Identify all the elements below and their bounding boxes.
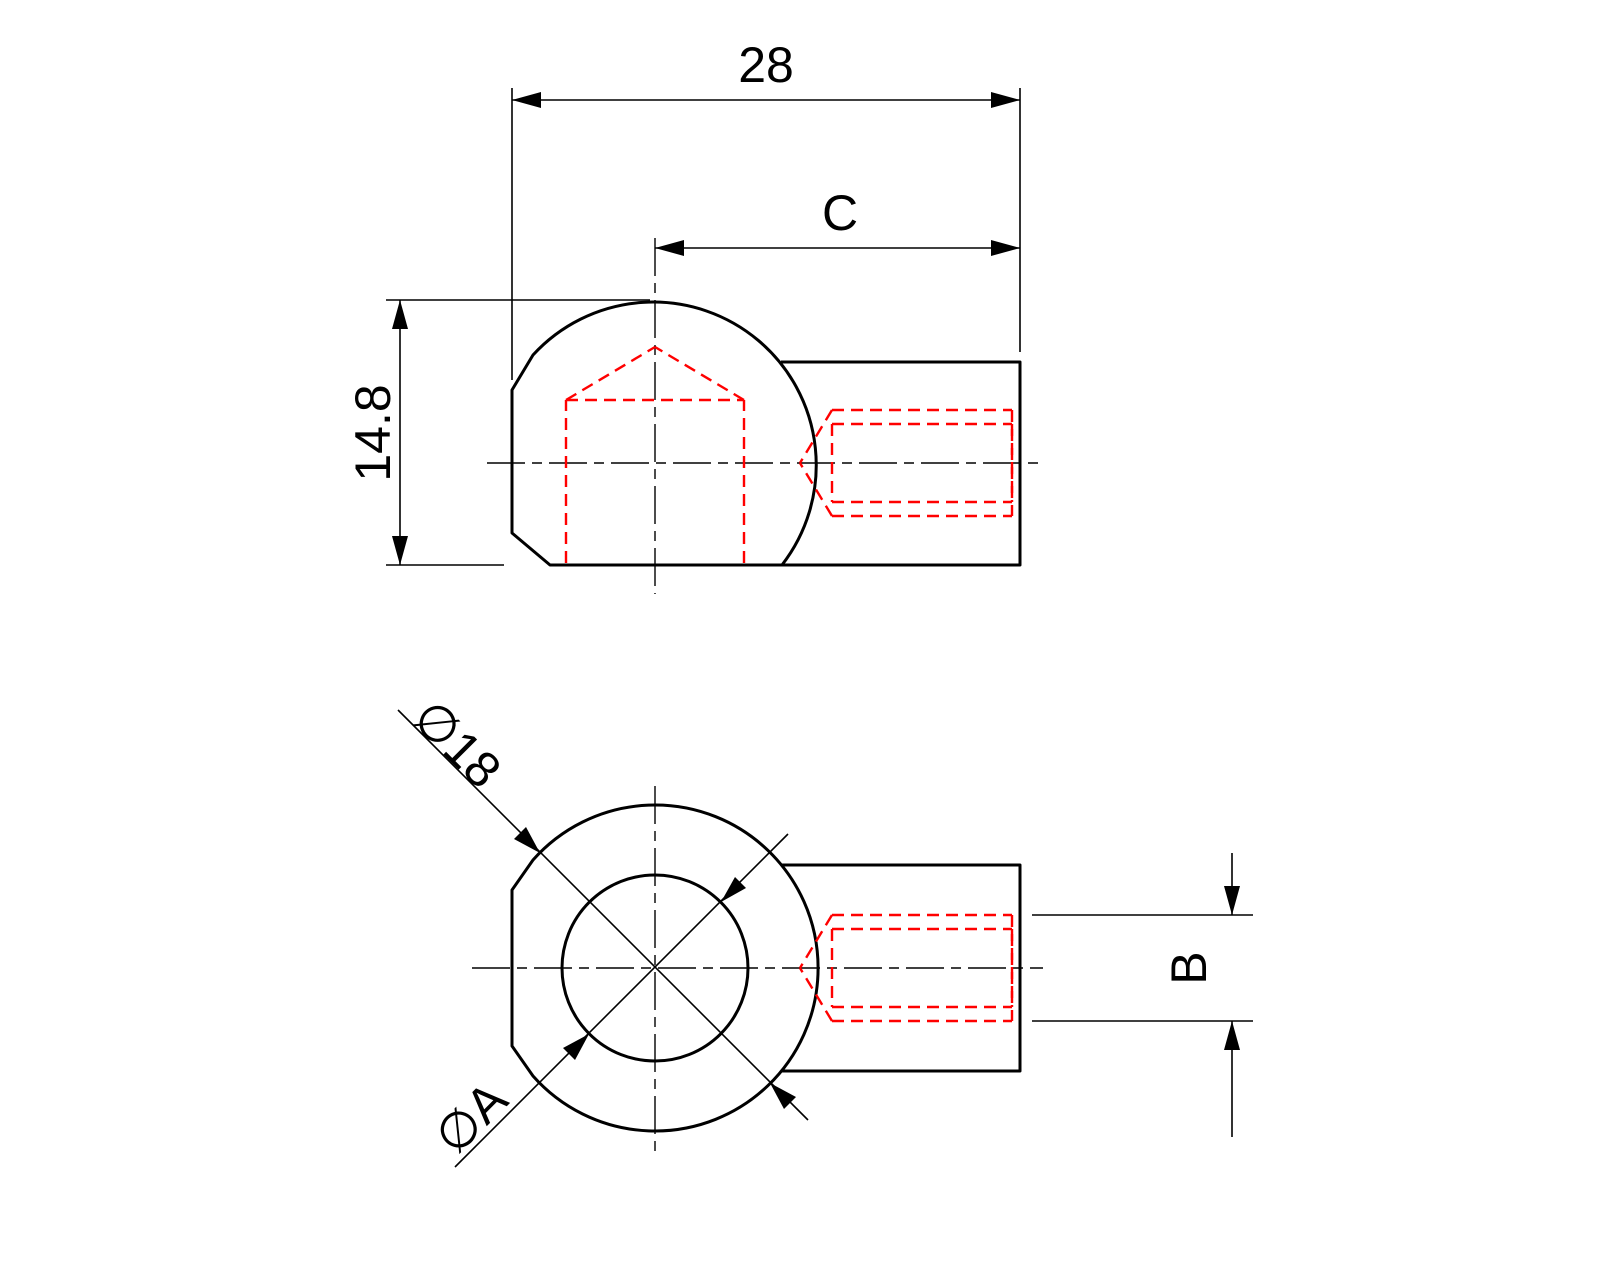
- arrowhead: [721, 877, 746, 902]
- arrowhead: [514, 827, 540, 853]
- ball-face-outline: [510, 803, 820, 1133]
- dim-label-overall-width: 28: [738, 37, 794, 93]
- boss-outline: [781, 863, 1022, 1073]
- thread-line: [798, 462, 834, 517]
- dimension-bore-diameter: ∅A: [424, 833, 789, 1168]
- thread-line: [798, 967, 834, 1022]
- front-view-outline: [510, 803, 1022, 1133]
- dim-label-bore-diameter: ∅A: [424, 1071, 518, 1165]
- dimension-overall-width: 28: [511, 37, 1021, 380]
- dimension-center-to-end: C: [655, 185, 1020, 256]
- side-view-centerlines: [487, 238, 1043, 594]
- side-view: 28 C 14.8: [345, 37, 1043, 594]
- arrowhead: [392, 536, 408, 565]
- ball-body-outline: [510, 300, 818, 567]
- hidden-socket-hole: [564, 345, 746, 563]
- dim-label-center-to-end: C: [822, 185, 858, 241]
- dim-label-outer-diameter: ∅18: [402, 689, 512, 799]
- dim-label-body-height: 14.8: [345, 384, 401, 481]
- thread-line: [565, 345, 656, 402]
- arrowhead: [512, 92, 541, 108]
- thread-line: [654, 345, 745, 402]
- hidden-tapped-hole-side: [798, 408, 1014, 518]
- hidden-tapped-hole-front: [798, 913, 1014, 1023]
- arrowhead: [392, 300, 408, 329]
- arrowhead: [1224, 1021, 1240, 1050]
- boss-outline: [781, 360, 1022, 567]
- side-view-outline: [510, 300, 1022, 567]
- dimension-thread-size: B: [1032, 853, 1253, 1137]
- arrowhead: [655, 240, 684, 256]
- arrowhead: [770, 1083, 796, 1109]
- ball-bore-circle: [560, 873, 750, 1063]
- arrowhead: [563, 1034, 589, 1060]
- arrowhead: [1224, 886, 1240, 915]
- thread-line: [798, 914, 834, 969]
- dimension-outer-diameter: ∅18: [397, 689, 809, 1121]
- dimension-line: [397, 709, 809, 1121]
- dimension-body-height: 14.8: [345, 299, 650, 566]
- arrowhead: [991, 240, 1020, 256]
- arrowhead: [991, 92, 1020, 108]
- front-view-centerlines: [472, 786, 1043, 1154]
- dim-label-thread-size: B: [1161, 951, 1217, 984]
- front-view: ∅18 ∅A B: [397, 689, 1253, 1168]
- thread-line: [798, 409, 834, 464]
